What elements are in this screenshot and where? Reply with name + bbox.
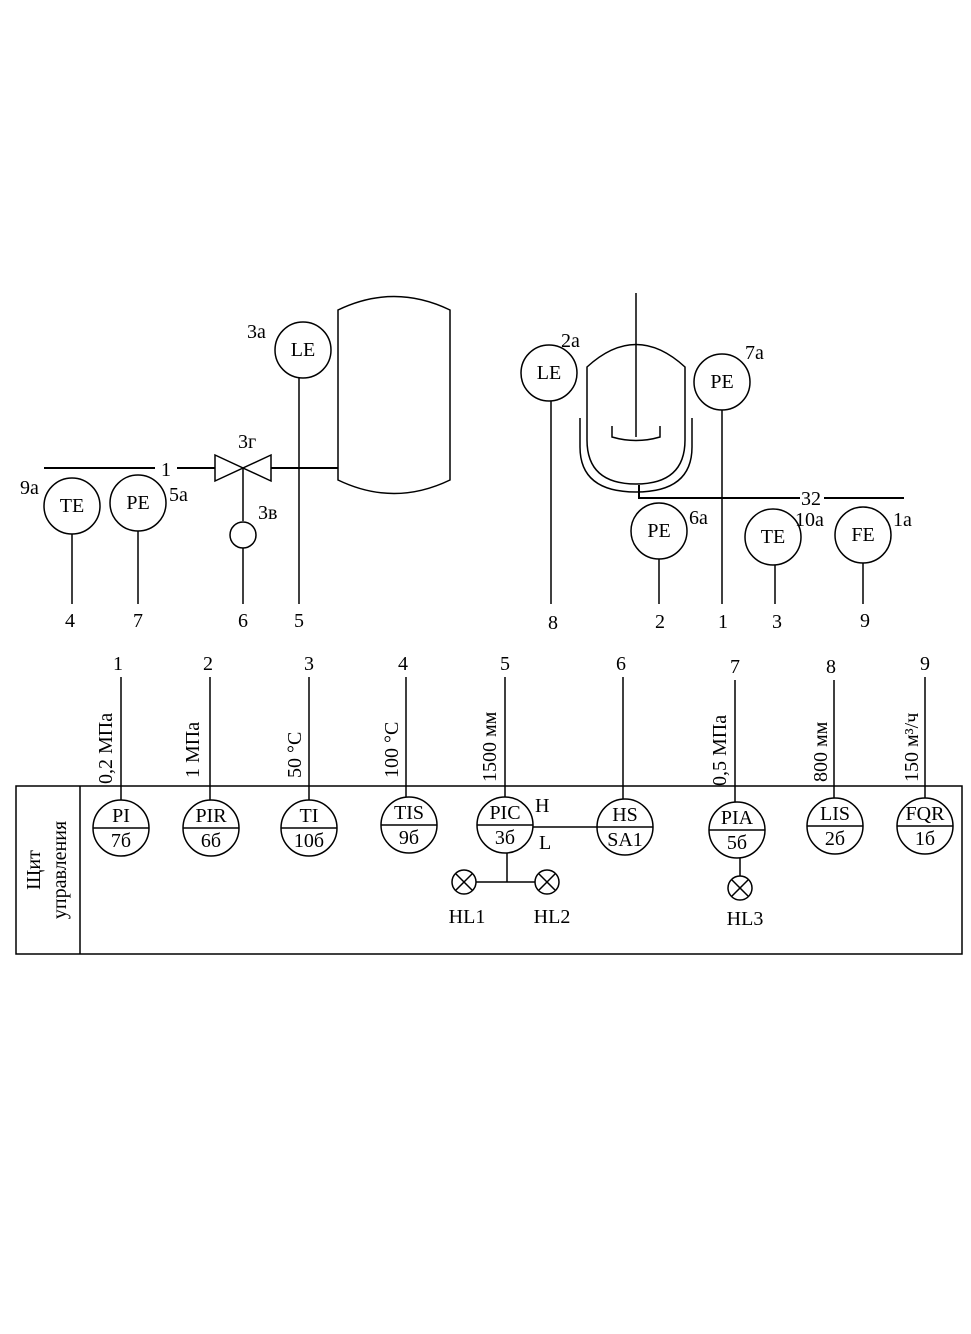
lamp-label-hl2: HL2: [534, 906, 571, 928]
sensor-tag: 6а: [689, 507, 708, 529]
panel-channel-5: 5 1500 мм PIC 3б: [477, 653, 533, 853]
pipe-reactor-out: [639, 485, 800, 498]
valve-tag-3g: 3г: [238, 431, 256, 453]
channel-number: 4: [398, 653, 408, 675]
channel-number: 5: [500, 653, 510, 675]
channel-number: 2: [203, 653, 213, 675]
line-num: 8: [548, 612, 558, 634]
line-num: 4: [65, 610, 75, 632]
actuator-icon: [230, 522, 256, 548]
instrument-code: PI: [112, 805, 130, 827]
sensor-code: PE: [710, 371, 733, 393]
sensor-code: PE: [647, 520, 670, 542]
line-num: 9: [860, 610, 870, 632]
channel-value: 0,5 МПа: [709, 715, 731, 786]
instrument-tag: 7б: [111, 830, 131, 852]
lamp-icon: [535, 870, 559, 894]
panel-channel-3: 3 50 °C TI 10б: [281, 653, 337, 856]
channel-number: 9: [920, 653, 930, 675]
pipe-label-right: 32: [801, 488, 821, 510]
storage-tank-icon: [338, 297, 450, 494]
channel-number: 6: [616, 653, 626, 675]
line-num: 2: [655, 611, 665, 633]
sensor-code: TE: [60, 495, 84, 517]
sensor-tag: 7а: [745, 342, 764, 364]
instrument-tag: 3б: [495, 827, 515, 849]
channel-value: 100 °C: [381, 722, 403, 778]
sensor-tag: 9а: [20, 477, 39, 499]
sensor-code: TE: [761, 526, 785, 548]
channel-number: 1: [113, 653, 123, 675]
signal-low: L: [539, 832, 551, 854]
panel-title-2: управления: [49, 821, 71, 919]
channel-value: 1500 мм: [479, 711, 501, 782]
sensor-code: LE: [291, 339, 315, 361]
panel-channel-8: 8 800 мм LIS 2б: [807, 656, 863, 854]
sensor-code: PE: [126, 492, 149, 514]
channel-number: 7: [730, 656, 740, 678]
channel-value: 1 МПа: [182, 722, 204, 778]
panel-channel-6: 6 HS SA1: [597, 653, 653, 855]
line-num: 1: [718, 611, 728, 633]
line-num: 6: [238, 610, 248, 632]
sensor-tag: 2а: [561, 330, 580, 352]
instrument-tag: 1б: [915, 828, 935, 850]
instrument-tag: 5б: [727, 832, 747, 854]
instrument-tag: SA1: [607, 829, 643, 851]
instrument-tag: 10б: [294, 830, 324, 852]
channel-number: 3: [304, 653, 314, 675]
instrument-code: TI: [300, 805, 319, 827]
channel-value: 0,2 МПа: [95, 713, 117, 784]
instrument-code: PIA: [721, 807, 754, 829]
channel-number: 8: [826, 656, 836, 678]
lamp-icon: [452, 870, 476, 894]
channel-value: 50 °C: [284, 732, 306, 778]
panel-channel-1: 1 0,2 МПа PI 7б: [93, 653, 149, 856]
instrument-code: FQR: [906, 803, 946, 825]
instrument-tag: 2б: [825, 828, 845, 850]
lamp-label-hl3: HL3: [727, 908, 764, 930]
panel-channel-7: 7 0,5 МПа PIA 5б: [709, 656, 765, 858]
instrument-tag: 9б: [399, 827, 419, 849]
channel-value: 800 мм: [810, 721, 832, 782]
channel-value: 150 м³/ч: [901, 713, 923, 782]
instrument-tag: 6б: [201, 830, 221, 852]
panel-channel-4: 4 100 °C TIS 9б: [381, 653, 437, 853]
actuator-tag-3v: 3в: [258, 502, 277, 524]
sensor-code: FE: [851, 524, 874, 546]
line-num: 5: [294, 610, 304, 632]
instrument-code: PIC: [489, 802, 520, 824]
sensor-tag: 3а: [247, 321, 266, 343]
line-num: 7: [133, 610, 143, 632]
panel-channel-2: 2 1 МПа PIR 6б: [182, 653, 239, 856]
reactor-icon: [580, 293, 692, 492]
sensor-tag: 5а: [169, 484, 188, 506]
panel-title-1: Щит: [23, 850, 45, 890]
instrument-code: HS: [612, 804, 638, 826]
sensor-code: LE: [537, 362, 561, 384]
panel-channel-9: 9 150 м³/ч FQR 1б: [897, 653, 953, 854]
lamp-icon: [728, 876, 752, 900]
line-num: 3: [772, 611, 782, 633]
instrument-code: TIS: [394, 802, 424, 824]
instrument-code: PIR: [195, 805, 227, 827]
sensor-tag: 10а: [795, 509, 824, 531]
instrument-code: LIS: [820, 803, 850, 825]
sensor-tag: 1а: [893, 509, 912, 531]
pipe-label-left: 1: [161, 459, 171, 481]
lamp-label-hl1: HL1: [449, 906, 486, 928]
signal-high: H: [535, 795, 549, 817]
